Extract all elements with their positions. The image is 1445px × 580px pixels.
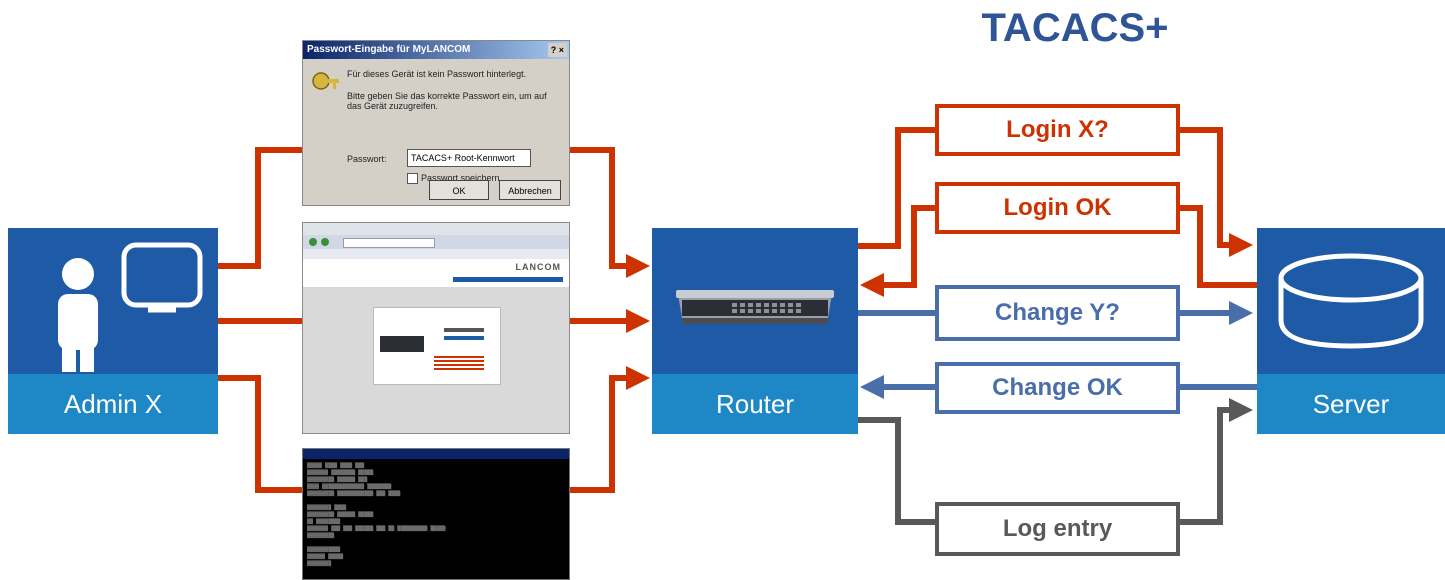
- admin-node: Admin X: [8, 228, 218, 434]
- dialog-ok-button: OK: [429, 180, 489, 200]
- diagram-title: TACACS+: [981, 6, 1169, 50]
- web-browser-screenshot: LANCOM: [302, 222, 570, 434]
- dialog-titlebar: Passwort-Eingabe für MyLANCOM ? ×: [303, 41, 569, 59]
- line-login-response-b: [860, 205, 935, 297]
- line-log-b: [1180, 398, 1253, 525]
- password-input: TACACS+ Root-Kennwort: [407, 149, 531, 167]
- server-node: Server: [1257, 228, 1445, 434]
- admin-user-icon: [58, 242, 203, 372]
- panel-user-field: [444, 328, 484, 332]
- router-label: Router: [652, 374, 858, 434]
- dialog-close-buttons: ? ×: [547, 43, 567, 57]
- browser-tabs: [303, 249, 569, 259]
- line-dialog-to-router: [570, 147, 650, 278]
- admin-label: Admin X: [8, 374, 218, 434]
- line-terminal-to-router: [570, 366, 650, 493]
- panel-router-image: [380, 336, 424, 352]
- page-header: LANCOM: [303, 259, 569, 287]
- login-panel: [373, 307, 501, 385]
- server-label: Server: [1257, 374, 1445, 434]
- lancom-logo: LANCOM: [515, 262, 561, 272]
- remember-label: Passwort speichern: [421, 173, 500, 183]
- browser-menubar: [303, 223, 569, 235]
- message-change-response: Change OK: [935, 362, 1180, 414]
- dialog-title: Passwort-Eingabe für MyLANCOM: [307, 44, 471, 55]
- line-login-request-b: [1180, 127, 1253, 257]
- line-login-response-a: [1180, 205, 1257, 288]
- key-icon: [312, 72, 339, 90]
- panel-password-field: [444, 336, 484, 340]
- page-content: [303, 287, 569, 433]
- address-bar: [343, 238, 435, 248]
- password-label: Passwort:: [347, 154, 387, 164]
- line-admin-to-terminal: [218, 375, 302, 493]
- line-login-request-a: [858, 127, 935, 249]
- browser-toolbar: [303, 235, 569, 249]
- line-admin-to-dialog: [218, 147, 302, 269]
- dialog-info-line1: Für dieses Gerät ist kein Passwort hinte…: [347, 69, 527, 79]
- panel-warning-text: [434, 356, 484, 370]
- terminal-screenshot: ▒▒▒▒▒ ▒▒▒▒ ▒▒▒▒ ▒▒▒ ▒▒▒▒▒▒▒ ▒▒▒▒▒▒▒▒ ▒▒▒…: [302, 448, 570, 580]
- line-log-a: [858, 417, 935, 525]
- back-icon: [309, 238, 317, 246]
- router-device-icon: [676, 290, 834, 324]
- router-node: Router: [652, 228, 858, 434]
- dialog-info-line2: Bitte geben Sie das korrekte Passwort ei…: [347, 91, 547, 111]
- password-dialog-screenshot: Passwort-Eingabe für MyLANCOM ? × Für di…: [302, 40, 570, 206]
- forward-icon: [321, 238, 329, 246]
- message-log-entry: Log entry: [935, 502, 1180, 556]
- terminal-titlebar: [303, 449, 569, 459]
- message-login-response: Login OK: [935, 182, 1180, 234]
- terminal-output: ▒▒▒▒▒ ▒▒▒▒ ▒▒▒▒ ▒▒▒ ▒▒▒▒▒▒▒ ▒▒▒▒▒▒▒▒ ▒▒▒…: [307, 463, 446, 567]
- remember-checkbox: [407, 173, 418, 184]
- database-icon: [1278, 253, 1424, 349]
- dialog-cancel-button: Abbrechen: [499, 180, 561, 200]
- message-change-request: Change Y?: [935, 285, 1180, 341]
- header-bar: [453, 277, 563, 282]
- message-login-request: Login X?: [935, 104, 1180, 156]
